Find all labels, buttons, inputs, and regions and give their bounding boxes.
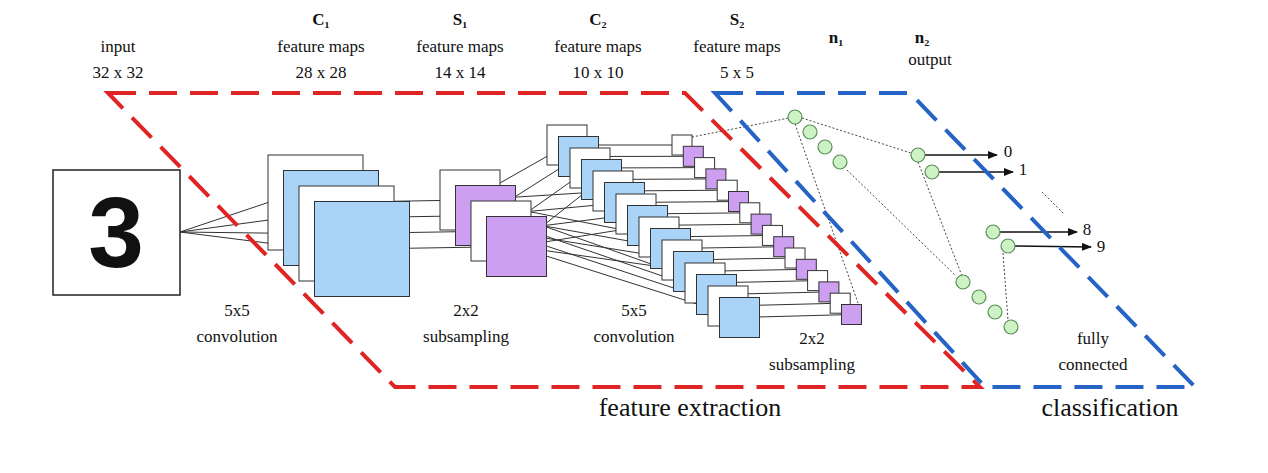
feature-map [842,305,862,325]
dotted-connection [1042,192,1064,214]
output-arrow [932,171,1013,173]
layer-name: C₂ [589,10,606,30]
output-arrow [993,231,1077,233]
layer-size: 28 x 28 [296,63,347,83]
neuron [986,225,1000,239]
layer-name: feature maps [554,37,641,57]
layer-size: 5 x 5 [720,63,754,83]
dotted-connection [918,162,962,276]
feature-map [720,298,760,338]
feature-map [487,217,547,277]
input-image-frame [53,170,180,295]
operation-label: 2x2 subsampling [416,298,516,351]
layer-size: 14 x 14 [435,63,486,83]
layer-size: 32 x 32 [93,63,144,83]
dashed-outline [108,93,980,387]
layer-name: n₂ [915,28,930,48]
map-link-line [486,216,717,295]
dashed-region: classification [715,93,1195,387]
neuron [803,125,817,139]
layer-name: S₁ [453,10,468,30]
layer-name: S₂ [730,10,745,30]
class-label: 8 [1083,220,1092,240]
neuron [818,140,832,154]
class-label: 9 [1097,237,1106,257]
region-outline [715,93,1195,387]
dotted-connection [847,170,956,276]
operation-label: fully connected [1047,326,1139,379]
output-arrow [918,154,997,156]
operation-label: 5x5 convolution [191,298,283,351]
operation-label: 2x2 subsampling [762,326,862,379]
layer-name: feature maps [277,37,364,57]
operation-label: 5x5 convolution [588,298,680,351]
layer-name: feature maps [693,37,780,57]
dotted-connection [802,118,911,153]
neuron [833,155,847,169]
feature-map [315,202,410,297]
dotted-connection [1003,253,1008,320]
connection-lines [180,145,852,318]
neuron [988,305,1002,319]
dashed-outline [715,93,1195,387]
neuron [1001,239,1015,253]
neuron [972,290,986,304]
layer-name: n₁ [829,28,844,48]
neuron [956,275,970,289]
region-heading: classification [1041,392,1178,423]
output-arrow [1008,246,1091,247]
neuron [1004,320,1018,334]
layer-name: C₁ [312,10,329,30]
layer-size: 10 x 10 [573,63,624,83]
layer-name: input [101,37,136,57]
class-label: 1 [1019,160,1028,180]
region-heading: feature extraction [599,392,782,423]
neuron [911,148,925,162]
neuron [925,165,939,179]
layer-name: output [908,50,951,70]
layer-name: feature maps [416,37,503,57]
neuron [788,110,802,124]
map-link-line [180,203,268,233]
map-link-line [470,200,705,283]
class-label: 0 [1004,142,1013,162]
input-digit: 3 [88,182,144,282]
